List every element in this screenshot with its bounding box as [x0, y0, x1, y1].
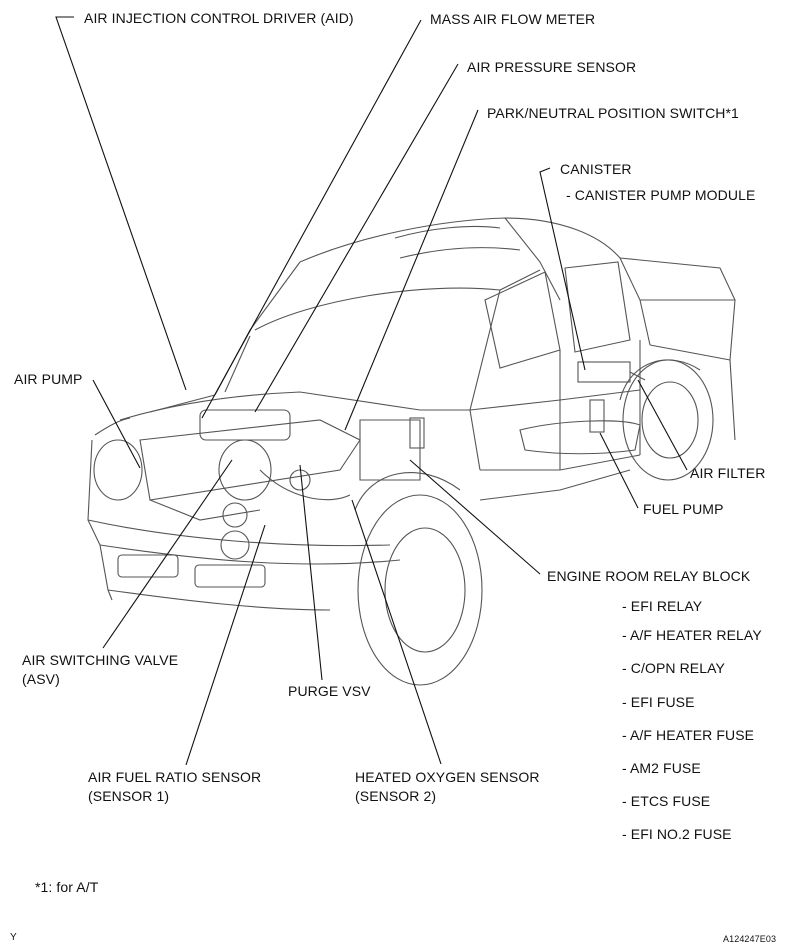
leader-aps	[254, 63, 459, 413]
label-canister: CANISTER	[560, 161, 632, 177]
label-air-pressure-sensor: AIR PRESSURE SENSOR	[467, 59, 637, 75]
leader-canister	[539, 167, 586, 371]
relay-block-item: - C/OPN RELAY	[622, 660, 725, 676]
leader-purge-vsv	[299, 464, 323, 681]
figure-id: A124247E03	[723, 934, 777, 944]
label-canister-pump-module: - CANISTER PUMP MODULE	[566, 187, 756, 203]
label-asv-abbrev: (ASV)	[22, 671, 60, 687]
leader-aid	[55, 16, 187, 391]
leader-air-pump	[92, 379, 141, 469]
label-purge-vsv: PURGE VSV	[288, 683, 371, 699]
leader-relay-block	[409, 459, 541, 575]
label-sensor-1: (SENSOR 1)	[88, 788, 170, 804]
label-air-filter: AIR FILTER	[690, 465, 766, 481]
relay-block-item: - EFI NO.2 FUSE	[622, 826, 732, 842]
label-air-pump: AIR PUMP	[14, 371, 83, 387]
leader-fuel-pump	[599, 432, 639, 509]
label-engine-room-relay-block: ENGINE ROOM RELAY BLOCK	[547, 568, 751, 584]
relay-block-item: - A/F HEATER FUSE	[622, 727, 755, 743]
label-aid: AIR INJECTION CONTROL DRIVER (AID)	[84, 10, 354, 26]
leader-ho2-sensor	[351, 499, 442, 765]
label-air-switching-valve: AIR SWITCHING VALVE	[22, 652, 179, 668]
relay-block-item: - EFI FUSE	[622, 694, 695, 710]
corner-mark-left: Y	[10, 932, 17, 943]
footnote: *1: for A/T	[35, 879, 99, 895]
label-park-neutral-switch: PARK/NEUTRAL POSITION SWITCH*1	[487, 105, 739, 121]
leader-maf	[201, 19, 422, 419]
leader-af-sensor	[185, 524, 266, 766]
leader-pnp	[344, 109, 479, 431]
leader-asv	[102, 459, 233, 649]
relay-block-item: - ETCS FUSE	[622, 793, 711, 809]
relay-block-item: - A/F HEATER RELAY	[622, 627, 762, 643]
label-fuel-pump: FUEL PUMP	[643, 501, 724, 517]
label-sensor-2: (SENSOR 2)	[355, 788, 437, 804]
label-heated-oxygen-sensor: HEATED OXYGEN SENSOR	[355, 769, 540, 785]
label-mass-air-flow-meter: MASS AIR FLOW METER	[430, 11, 596, 27]
relay-block-item: - EFI RELAY	[622, 598, 703, 614]
relay-block-item: - AM2 FUSE	[622, 760, 701, 776]
label-air-fuel-ratio-sensor: AIR FUEL RATIO SENSOR	[88, 769, 262, 785]
leader-air-filter	[637, 379, 688, 471]
